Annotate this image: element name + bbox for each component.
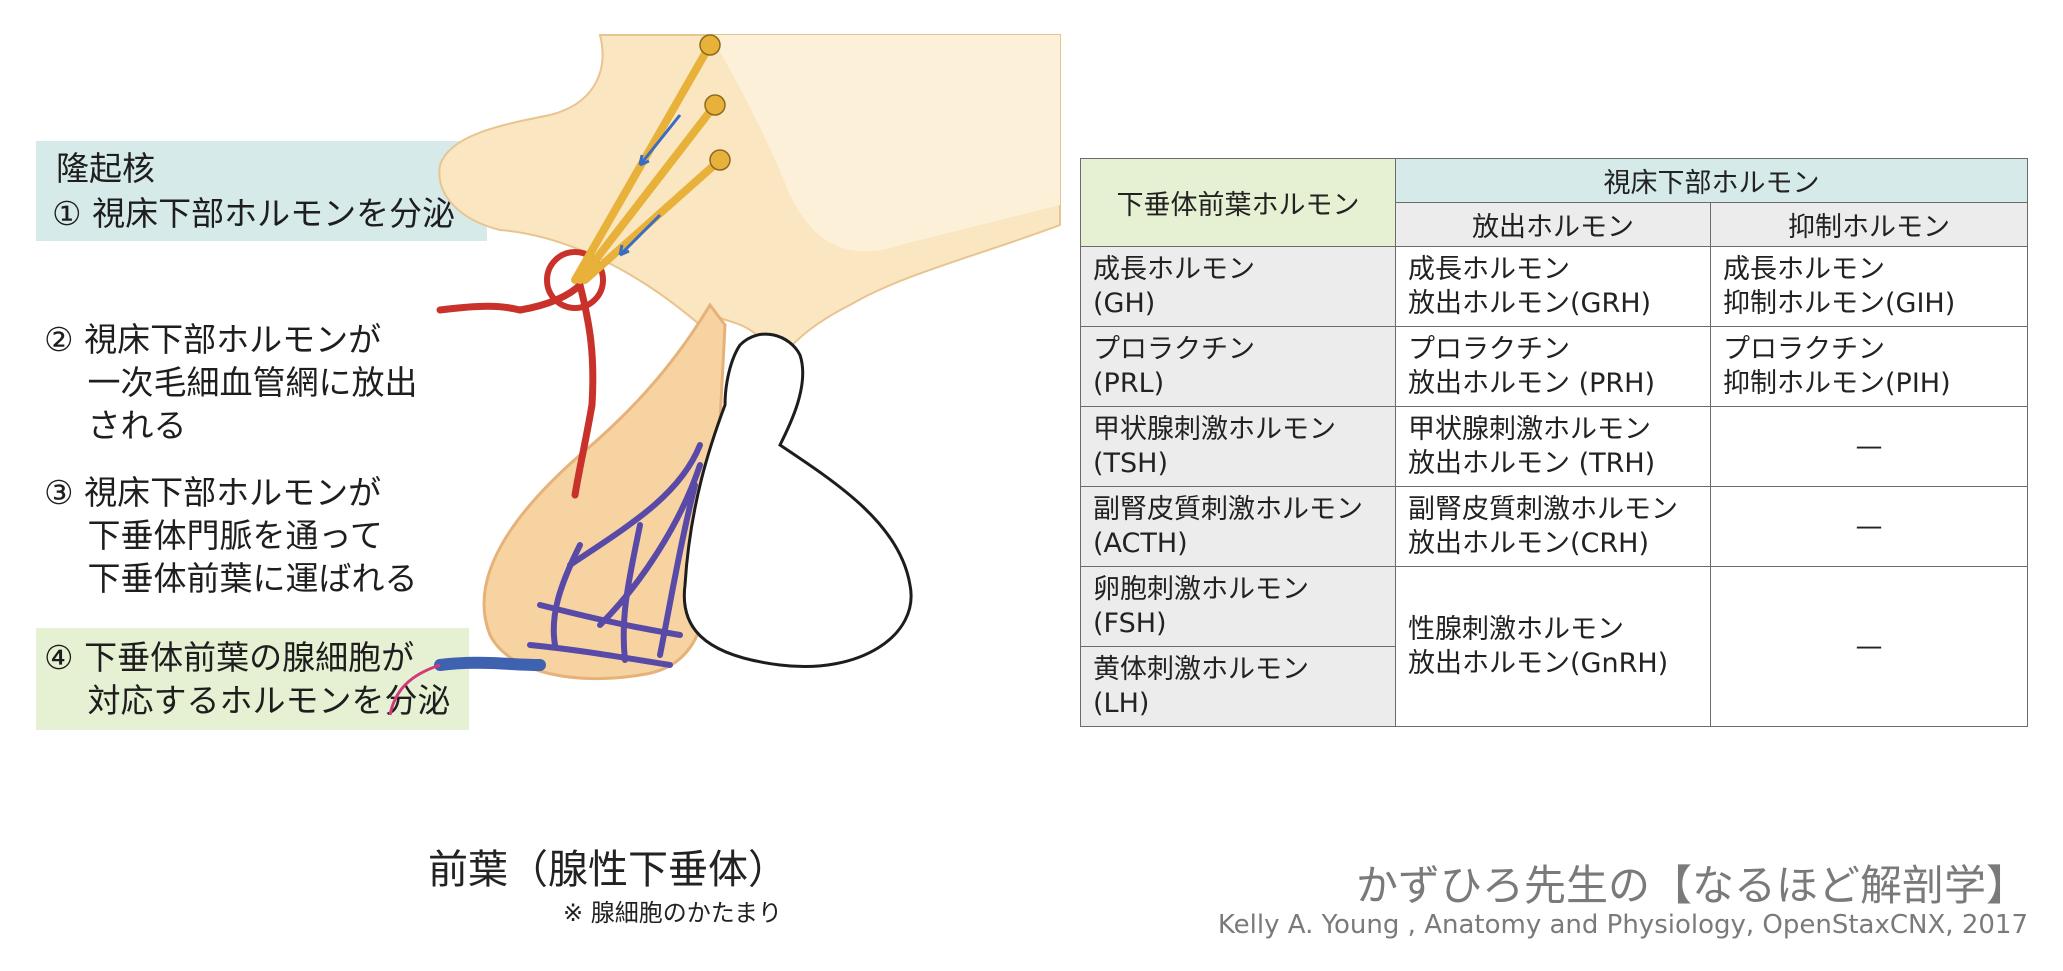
brand-credit: かずひろ先生の【なるほど解剖学】 — [1355, 861, 2028, 910]
table-row: 甲状腺刺激ホルモン(TSH) 甲状腺刺激ホルモン放出ホルモン (TRH) — — [1080, 406, 2028, 487]
anterior-name: プロラクチン — [1093, 333, 1255, 365]
axon-terminals — [699, 34, 731, 171]
anterior-name: 甲状腺刺激ホルモン — [1093, 413, 1336, 445]
inhibit-name: プロラクチン — [1723, 333, 1885, 365]
anterior-abbr: (GH) — [1093, 287, 1156, 319]
hormone-table: 下垂体前葉ホルモン 視床下部ホルモン 放出ホルモン 抑制ホルモン 成長ホルモン(… — [1080, 158, 2028, 727]
step3-text: ③ 視床下部ホルモンが 下垂体門脈を通って 下垂体前葉に運ばれる — [44, 473, 418, 598]
step1-box: 隆起核 ① 視床下部ホルモンを分泌 — [36, 141, 487, 241]
header-inhibit: 抑制ホルモン — [1710, 202, 2028, 247]
step4-text: ④ 下垂体前葉の腺細胞が 対応するホルモンを分泌 — [44, 638, 451, 720]
anterior-name: 卵胞刺激ホルモン — [1093, 573, 1309, 605]
anterior-name: 黄体刺激ホルモン — [1093, 653, 1309, 685]
header-anterior-hormone: 下垂体前葉ホルモン — [1080, 158, 1396, 247]
release-abbr: 放出ホルモン(GRH) — [1408, 287, 1652, 319]
release-name: 甲状腺刺激ホルモン — [1408, 413, 1651, 445]
release-name: プロラクチン — [1408, 333, 1570, 365]
anterior-abbr: (LH) — [1093, 687, 1150, 719]
release-abbr: 放出ホルモン (TRH) — [1408, 447, 1656, 479]
hypothalamus-inner — [710, 35, 1060, 252]
posterior-lobe — [682, 332, 913, 668]
table-row: 黄体刺激ホルモン(LH) — [1080, 646, 2028, 727]
hypophyseal-vein — [434, 656, 546, 671]
inhibit-abbr: 抑制ホルモン(GIH) — [1723, 287, 1956, 319]
release-abbr: 放出ホルモン (PRH) — [1408, 367, 1655, 399]
inhibit-name: 成長ホルモン — [1723, 253, 1885, 285]
release-name: 副腎皮質刺激ホルモン — [1408, 493, 1678, 525]
capillary-network — [527, 442, 703, 668]
inhibit-abbr: 抑制ホルモン(PIH) — [1723, 367, 1951, 399]
anterior-abbr: (FSH) — [1093, 607, 1167, 639]
step4-box: ④ 下垂体前葉の腺細胞が 対応するホルモンを分泌 — [36, 628, 469, 730]
anterior-lobe-note: ※ 腺細胞のかたまり — [563, 899, 783, 927]
step2-text: ② 視床下部ホルモンが 一次毛細血管網に放出 される — [44, 320, 418, 445]
release-arrow — [388, 663, 441, 716]
step1-text: ① 視床下部ホルモンを分泌 — [52, 194, 456, 233]
header-hypothalamic-hormone: 視床下部ホルモン — [1395, 158, 2028, 203]
header-release: 放出ホルモン — [1395, 202, 1711, 247]
pituitary-portal-illustration — [388, 34, 1061, 716]
anterior-name: 副腎皮質刺激ホルモン — [1093, 493, 1363, 525]
hormone-flow-arrows — [618, 114, 682, 257]
anterior-abbr: (TSH) — [1093, 447, 1169, 479]
table-row: プロラクチン(PRL) プロラクチン放出ホルモン (PRH) プロラクチン抑制ホ… — [1080, 326, 2028, 407]
release-abbr: 放出ホルモン(CRH) — [1408, 527, 1649, 559]
inhibit-none: — — [1710, 566, 2028, 727]
inhibit-none: — — [1710, 486, 2028, 567]
anterior-abbr: (ACTH) — [1093, 527, 1188, 559]
step1-title: 隆起核 — [56, 149, 155, 188]
source-credit: Kelly A. Young , Anatomy and Physiology,… — [1217, 910, 2028, 940]
anterior-abbr: (PRL) — [1093, 367, 1165, 399]
anterior-lobe-caption: 前葉（腺性下垂体） — [428, 847, 788, 893]
inhibit-none: — — [1710, 406, 2028, 487]
release-abbr: 放出ホルモン(GnRH) — [1408, 647, 1669, 679]
table-row: 成長ホルモン(GH) 成長ホルモン放出ホルモン(GRH) 成長ホルモン抑制ホルモ… — [1080, 246, 2028, 327]
table-row: 副腎皮質刺激ホルモン(ACTH) 副腎皮質刺激ホルモン放出ホルモン(CRH) — — [1080, 486, 2028, 567]
anterior-name: 成長ホルモン — [1093, 253, 1255, 285]
release-name: 性腺刺激ホルモン — [1408, 613, 1624, 645]
release-name: 成長ホルモン — [1408, 253, 1570, 285]
table-row: 卵胞刺激ホルモン(FSH) 性腺刺激ホルモン放出ホルモン(GnRH) — — [1080, 566, 2028, 727]
primary-capillary-plexus — [544, 249, 606, 311]
